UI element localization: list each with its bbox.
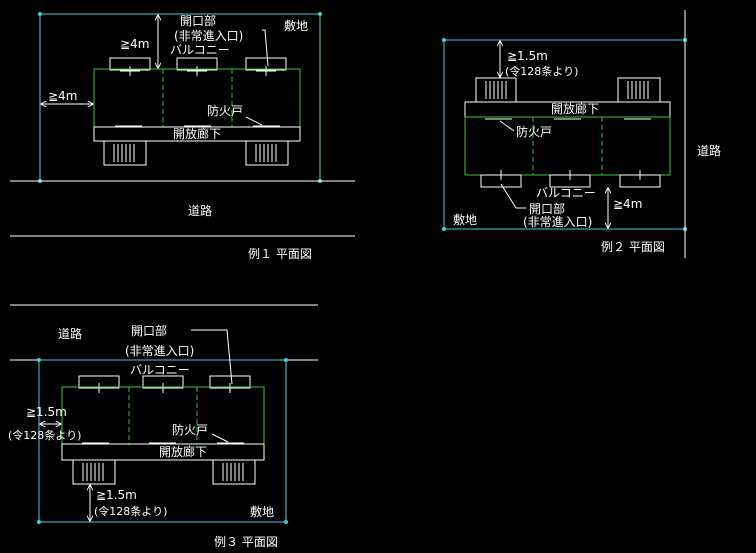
site-label: 敷地: [250, 504, 274, 519]
opening-sub-label: (非常進入口): [125, 344, 194, 358]
corridor-label: 開放廊下: [173, 126, 221, 141]
dim-top-label: ≧1.5m: [507, 49, 548, 63]
firedoor-label: 防火戸: [516, 124, 552, 139]
stair: [212, 459, 256, 485]
site-label: 敷地: [284, 18, 308, 33]
dim-side-label: ≧4m: [48, 89, 77, 103]
dim-side-note: (令128条より): [8, 428, 81, 442]
road-label: 道路: [697, 143, 721, 158]
firedoor-label: 防火戸: [172, 422, 208, 437]
leader-line: [500, 183, 526, 209]
caption: 例３ 平面図: [214, 535, 278, 549]
dim-top-note: (令128条より): [505, 64, 578, 78]
leader-line: [211, 433, 229, 443]
example-3-plan: 開放廊下 ≧1.5m (令128条より) ≧1.5m (令128条より) 道路 …: [8, 304, 318, 549]
balcony-label: バルコニー: [536, 186, 596, 200]
stair: [617, 77, 661, 103]
caption: 例１ 平面図: [248, 247, 312, 261]
dim-bottom-label: ≧1.5m: [96, 488, 137, 502]
building-outline: [93, 68, 301, 128]
balcony-label: バルコニー: [130, 363, 190, 377]
site-label: 敷地: [453, 212, 477, 227]
example-1-plan: 開放廊下 ≧4m ≧4m 敷地 開口部 (非常進入口) バルコニー 防火戸 道路…: [10, 12, 355, 261]
open-corridor: [93, 126, 301, 142]
leader-line: [245, 116, 263, 126]
opening-label: 開口部: [131, 323, 167, 338]
firedoor-label: 防火戸: [207, 103, 243, 118]
opening-sub-label: (非常進入口): [523, 215, 592, 229]
corridor-label: 開放廊下: [551, 101, 599, 116]
stair: [475, 77, 517, 103]
caption: 例２ 平面図: [601, 240, 665, 254]
balcony-label: バルコニー: [170, 43, 230, 57]
open-corridor: [61, 443, 265, 461]
building-outline: [61, 386, 265, 445]
leader-line: [499, 120, 515, 132]
stair: [103, 140, 147, 166]
leader-line: [262, 29, 269, 67]
dim-top-label: ≧4m: [120, 37, 149, 51]
dim-side-label: ≧1.5m: [26, 405, 67, 419]
site-boundary: [38, 359, 287, 523]
corridor-label: 開放廊下: [159, 444, 207, 459]
road-label: 道路: [188, 203, 212, 218]
stair: [72, 459, 116, 485]
dim-bottom-note: (令128条より): [94, 504, 167, 518]
opening-label: 開口部: [529, 201, 565, 216]
opening-label: 開口部: [180, 13, 216, 28]
opening-sub-label: (非常進入口): [174, 29, 243, 43]
example-2-plan: 開放廊下 ≧1.5m (令128条より) ≧4m 防火戸 バルコニー 開口部 (…: [442, 10, 721, 258]
dim-bottom-label: ≧4m: [613, 197, 642, 211]
leader-line: [191, 329, 233, 385]
stair: [245, 140, 289, 166]
road-label: 道路: [58, 326, 82, 341]
building-outline: [464, 116, 671, 176]
